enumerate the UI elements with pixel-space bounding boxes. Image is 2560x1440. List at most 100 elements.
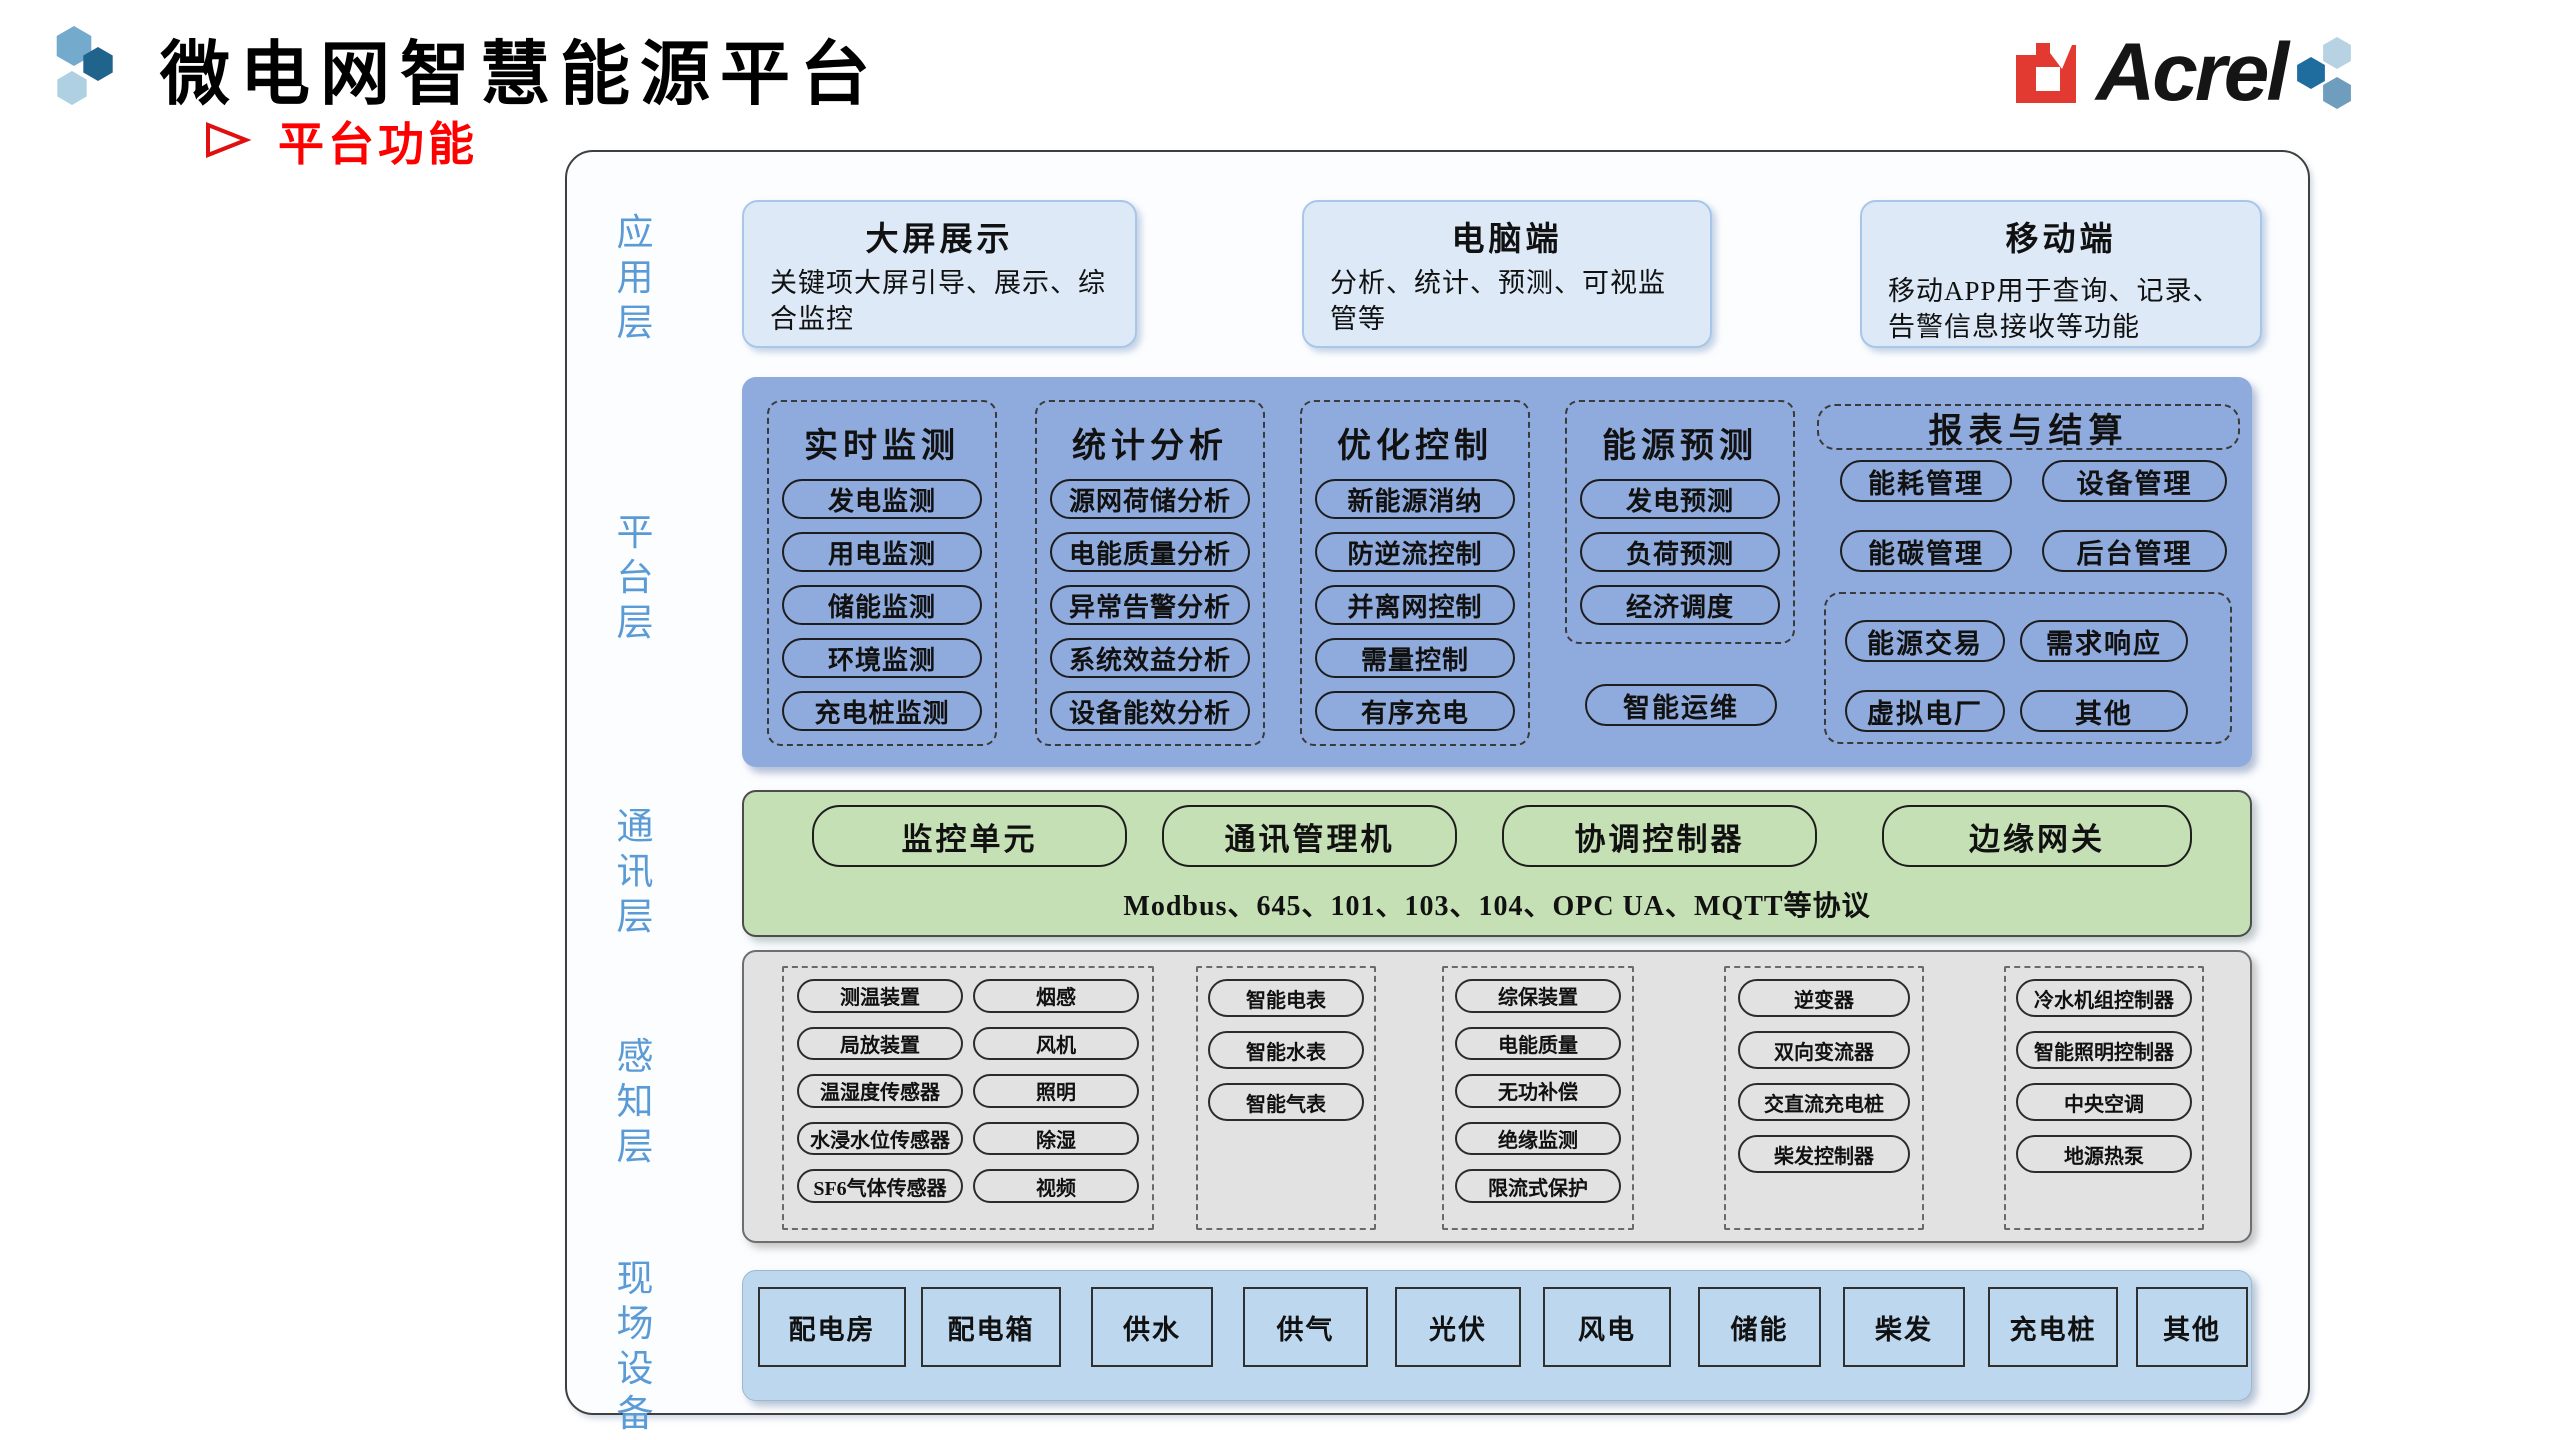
- sense-pill: 除湿: [973, 1121, 1139, 1156]
- platform-pill: 设备能效分析: [1050, 691, 1250, 731]
- sense-pill: 智能电表: [1208, 979, 1364, 1017]
- sense-group-environment: 测温装置 局放装置 温湿度传感器 水浸水位传感器 SF6气体传感器 烟感 风机 …: [782, 966, 1154, 1230]
- app-box-pc: 电脑端 分析、统计、预测、可视监管等: [1302, 200, 1712, 348]
- layer-label-perception: 感知层: [616, 1036, 654, 1168]
- sense-pill: 风机: [973, 1026, 1139, 1061]
- perception-layer-band: 测温装置 局放装置 温湿度传感器 水浸水位传感器 SF6气体传感器 烟感 风机 …: [742, 950, 2252, 1243]
- field-device-box: 光伏: [1395, 1287, 1521, 1367]
- acrel-logo-icon: [2016, 43, 2076, 103]
- layer-label-application: 应用层: [616, 212, 654, 344]
- sense-pill: 智能气表: [1208, 1083, 1364, 1121]
- platform-column-monitoring: 实时监测 发电监测 用电监测 储能监测 环境监测 充电桩监测: [767, 400, 997, 746]
- comm-pill: 边缘网关: [1882, 805, 2192, 867]
- app-box-mobile: 移动端 移动APP用于查询、记录、告警信息接收等功能: [1860, 200, 2262, 348]
- platform-pill-smart-ops: 智能运维: [1585, 684, 1777, 726]
- sense-pill: 地源热泵: [2016, 1135, 2192, 1173]
- platform-pill: 发电预测: [1580, 479, 1780, 519]
- platform-pill: 充电桩监测: [782, 691, 982, 731]
- report-pill: 能碳管理: [1840, 530, 2012, 572]
- platform-pill: 经济调度: [1580, 585, 1780, 625]
- platform-pill: 异常告警分析: [1050, 585, 1250, 625]
- sense-pill: 测温装置: [797, 979, 963, 1013]
- layer-label-field: 现场设备: [616, 1258, 654, 1435]
- sense-pill: 温湿度传感器: [797, 1074, 963, 1108]
- sense-pill: 逆变器: [1738, 979, 1910, 1017]
- report-section-title: 报表与结算: [1817, 404, 2240, 450]
- platform-pill: 电能质量分析: [1050, 532, 1250, 572]
- sense-pill: 智能水表: [1208, 1031, 1364, 1069]
- sense-pill: 绝缘监测: [1455, 1121, 1621, 1156]
- section-bullet: 平台功能: [204, 108, 478, 174]
- layer-label-communication: 通讯层: [616, 806, 654, 938]
- field-device-box: 供水: [1091, 1287, 1213, 1367]
- platform-pill: 用电监测: [782, 532, 982, 572]
- comm-pill: 通讯管理机: [1162, 805, 1457, 867]
- platform-column-control: 优化控制 新能源消纳 防逆流控制 并离网控制 需量控制 有序充电: [1300, 400, 1530, 746]
- sense-pill: 智能照明控制器: [2016, 1031, 2192, 1069]
- sense-pill: 柴发控制器: [1738, 1135, 1910, 1173]
- comm-pill: 监控单元: [812, 805, 1127, 867]
- sense-pill: 局放装置: [797, 1026, 963, 1061]
- app-box-bigscreen: 大屏展示 关键项大屏引导、展示、综合监控: [742, 200, 1137, 348]
- sense-pill: 限流式保护: [1455, 1169, 1621, 1203]
- app-box-desc: 关键项大屏引导、展示、综合监控: [770, 268, 1106, 334]
- section-bullet-label: 平台功能: [278, 119, 478, 170]
- sense-pill: SF6气体传感器: [797, 1169, 963, 1203]
- platform-column-statistics: 统计分析 源网荷储分析 电能质量分析 异常告警分析 系统效益分析 设备能效分析: [1035, 400, 1265, 746]
- field-device-box: 柴发: [1843, 1287, 1965, 1367]
- sense-group-hvac: 冷水机组控制器 智能照明控制器 中央空调 地源热泵: [2004, 966, 2204, 1230]
- sense-pill: 中央空调: [2016, 1083, 2192, 1121]
- sense-pill: 双向变流器: [1738, 1031, 1910, 1069]
- report-pill: 需求响应: [2020, 620, 2188, 662]
- field-device-box: 充电桩: [1988, 1287, 2118, 1367]
- app-box-title: 电脑端: [1451, 222, 1563, 258]
- field-device-box: 其他: [2136, 1287, 2248, 1367]
- platform-pill: 有序充电: [1315, 691, 1515, 731]
- field-device-box: 配电房: [758, 1287, 906, 1367]
- report-pill: 后台管理: [2042, 530, 2227, 572]
- platform-pill: 负荷预测: [1580, 532, 1780, 572]
- sense-pill: 无功补偿: [1455, 1074, 1621, 1108]
- sense-pill: 水浸水位传感器: [797, 1121, 963, 1156]
- comm-pill: 协调控制器: [1502, 805, 1817, 867]
- field-device-box: 配电箱: [921, 1287, 1061, 1367]
- report-pill: 虚拟电厂: [1845, 690, 2005, 732]
- app-box-desc: 移动APP用于查询、记录、告警信息接收等功能: [1888, 276, 2221, 342]
- report-pill: 其他: [2020, 690, 2188, 732]
- sense-group-meters: 智能电表 智能水表 智能气表: [1196, 966, 1376, 1230]
- platform-pill: 并离网控制: [1315, 585, 1515, 625]
- hexagon-cluster-right-icon: [2297, 37, 2352, 109]
- hexagon-cluster-left-icon: [56, 26, 113, 105]
- field-device-band: 配电房 配电箱 供水 供气 光伏 风电 储能 柴发 充电桩 其他: [742, 1270, 2252, 1401]
- acrel-logo-text: Acrel: [2096, 27, 2289, 118]
- field-device-box: 风电: [1543, 1287, 1671, 1367]
- protocol-list: Modbus、645、101、103、104、OPC UA、MQTT等协议: [1123, 891, 1871, 922]
- platform-pill: 防逆流控制: [1315, 532, 1515, 572]
- report-pill: 能耗管理: [1840, 460, 2012, 502]
- column-title: 统计分析: [1072, 428, 1228, 465]
- sense-pill: 照明: [973, 1074, 1139, 1108]
- sense-pill: 视频: [973, 1169, 1139, 1203]
- platform-pill: 系统效益分析: [1050, 638, 1250, 678]
- architecture-diagram-frame: 应用层 平台层 通讯层 感知层 现场设备 大屏展示 关键项大屏引导、展示、综合监…: [565, 150, 2310, 1434]
- app-box-desc: 分析、统计、预测、可视监管等: [1330, 268, 1666, 334]
- platform-pill: 环境监测: [782, 638, 982, 678]
- sense-pill: 冷水机组控制器: [2016, 979, 2192, 1017]
- column-title: 优化控制: [1337, 428, 1493, 465]
- sense-pill: 烟感: [973, 979, 1139, 1013]
- platform-pill: 发电监测: [782, 479, 982, 519]
- platform-layer-band: 实时监测 发电监测 用电监测 储能监测 环境监测 充电桩监测 统计分析 源网荷储…: [742, 377, 2252, 767]
- field-device-box: 供气: [1243, 1287, 1368, 1367]
- platform-pill: 储能监测: [782, 585, 982, 625]
- app-box-title: 移动端: [2005, 222, 2117, 258]
- report-pill: 设备管理: [2042, 460, 2227, 502]
- layer-label-platform: 平台层: [616, 512, 654, 644]
- platform-column-forecast: 能源预测 发电预测 负荷预测 经济调度: [1565, 400, 1795, 644]
- acrel-logo: Acrel: [2008, 26, 2356, 120]
- platform-pill: 源网荷储分析: [1050, 479, 1250, 519]
- sense-group-converters: 逆变器 双向变流器 交直流充电桩 柴发控制器: [1724, 966, 1924, 1230]
- app-box-title: 大屏展示: [865, 222, 1014, 258]
- communication-layer-band: 监控单元 通讯管理机 协调控制器 边缘网关 Modbus、645、101、103…: [742, 790, 2252, 937]
- column-title: 能源预测: [1602, 428, 1758, 465]
- field-device-box: 储能: [1698, 1287, 1821, 1367]
